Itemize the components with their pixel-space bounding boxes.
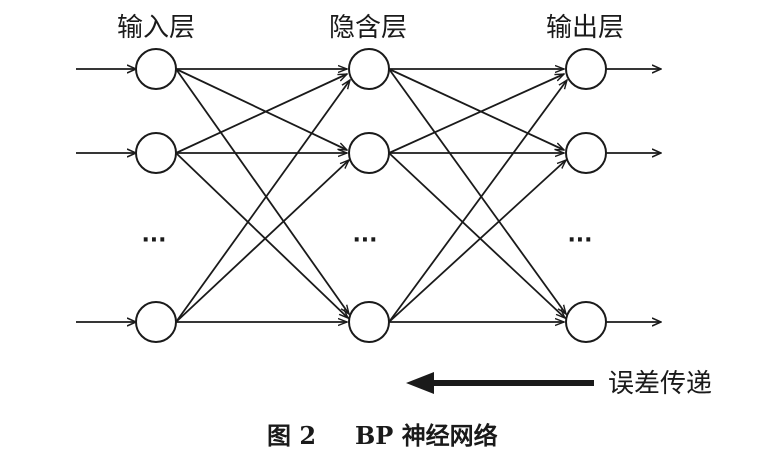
- hidden-node: [348, 132, 390, 174]
- error-propagation-label: 误差传递: [608, 369, 712, 399]
- input-layer: ···: [135, 48, 177, 343]
- connection: [388, 160, 566, 323]
- figure-number: 图 2: [267, 421, 316, 450]
- input-ellipsis: ···: [141, 228, 166, 253]
- connection: [175, 152, 348, 318]
- hidden-node: [348, 48, 390, 90]
- output-node: [565, 48, 607, 90]
- input-arrows: [76, 69, 136, 322]
- error-propagation-legend: 误差传递: [406, 369, 712, 399]
- connection: [388, 68, 564, 151]
- connection: [175, 160, 349, 323]
- connection: [388, 152, 565, 318]
- output-layer: ···: [565, 48, 607, 343]
- output-layer-title: 输出层: [546, 13, 624, 43]
- hidden-ellipsis: ···: [352, 228, 377, 253]
- connection: [388, 80, 567, 323]
- output-arrows: [606, 69, 661, 322]
- figure-caption: 图 2 BP 神经网络: [267, 421, 498, 450]
- hidden-layer-title: 隐含层: [329, 13, 407, 43]
- connection: [175, 68, 349, 314]
- connection: [388, 68, 566, 314]
- connection: [175, 80, 350, 323]
- input-hidden-connections: [175, 68, 350, 323]
- input-node: [135, 48, 177, 90]
- hidden-output-connections: [388, 68, 567, 323]
- hidden-layer: ···: [348, 48, 390, 343]
- connection: [175, 73, 347, 154]
- connection: [175, 68, 347, 150]
- input-layer-title: 输入层: [117, 13, 195, 43]
- connection: [388, 73, 564, 154]
- back-propagation-arrowhead: [406, 372, 434, 394]
- output-ellipsis: ···: [567, 228, 592, 253]
- hidden-node: [348, 301, 390, 343]
- input-node: [135, 132, 177, 174]
- output-node: [565, 132, 607, 174]
- input-node: [135, 301, 177, 343]
- output-node: [565, 301, 607, 343]
- figure-title: BP 神经网络: [355, 421, 498, 450]
